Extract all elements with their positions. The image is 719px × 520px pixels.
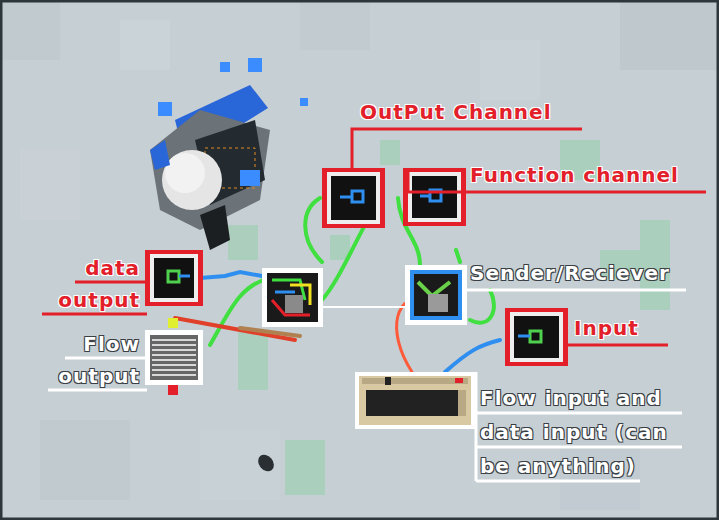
data-output-block — [145, 250, 203, 306]
computer-block — [355, 372, 475, 429]
callout-label: data output — [40, 252, 140, 316]
function-channel-block — [403, 168, 466, 226]
logic-block — [262, 268, 323, 327]
flow-output-block — [145, 318, 203, 395]
input-block — [505, 308, 568, 366]
callout-label: Function channel — [470, 160, 710, 190]
callout-label: Input — [574, 313, 694, 343]
player-character — [150, 58, 308, 250]
output-channel-block — [322, 168, 385, 228]
mouse-icon — [255, 452, 277, 475]
callout-label: Flow input and data input (can be anythi… — [480, 381, 685, 483]
callout-label: Sender/Reciever — [470, 258, 700, 288]
callout-label: OutPut Channel — [360, 97, 590, 127]
sender-receiver-block — [405, 265, 467, 325]
callout-label: Flow output — [40, 328, 140, 392]
